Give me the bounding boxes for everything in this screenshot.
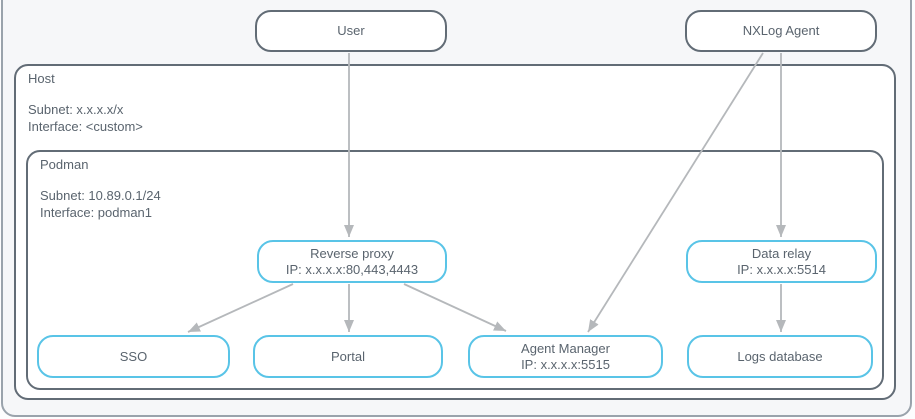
host-interface: Interface: <custom> (28, 119, 143, 134)
node-agent-manager-ip: IP: x.x.x.x:5515 (521, 356, 610, 372)
node-logs-database-label: Logs database (737, 348, 823, 364)
node-agent-manager: Agent Manager IP: x.x.x.x:5515 (468, 335, 663, 378)
node-data-relay: Data relay IP: x.x.x.x:5514 (686, 240, 877, 283)
host-meta: Subnet: x.x.x.x/x Interface: <custom> (16, 87, 894, 135)
podman-meta: Subnet: 10.89.0.1/24 Interface: podman1 (28, 173, 882, 221)
podman-subnet: Subnet: 10.89.0.1/24 (40, 188, 161, 203)
node-reverse-proxy-title: Reverse proxy (310, 245, 394, 261)
node-nxlog-agent: NXLog Agent (685, 10, 877, 52)
podman-title: Podman (40, 157, 89, 172)
node-user-label: User (337, 23, 365, 38)
node-reverse-proxy-ip: IP: x.x.x.x:80,443,4443 (285, 261, 419, 277)
node-sso: SSO (37, 335, 230, 378)
node-portal: Portal (253, 335, 443, 378)
node-user: User (255, 10, 447, 52)
node-reverse-proxy: Reverse proxy IP: x.x.x.x:80,443,4443 (257, 240, 447, 283)
node-nxlog-agent-label: NXLog Agent (742, 23, 820, 38)
host-subnet: Subnet: x.x.x.x/x (28, 102, 124, 117)
node-data-relay-ip: IP: x.x.x.x:5514 (737, 261, 826, 277)
node-agent-manager-title: Agent Manager (521, 340, 610, 356)
podman-interface: Interface: podman1 (40, 205, 153, 220)
node-data-relay-title: Data relay (751, 245, 812, 261)
host-title: Host (28, 71, 55, 86)
node-portal-label: Portal (331, 348, 365, 364)
node-sso-label: SSO (119, 348, 148, 364)
node-logs-database: Logs database (687, 335, 873, 378)
